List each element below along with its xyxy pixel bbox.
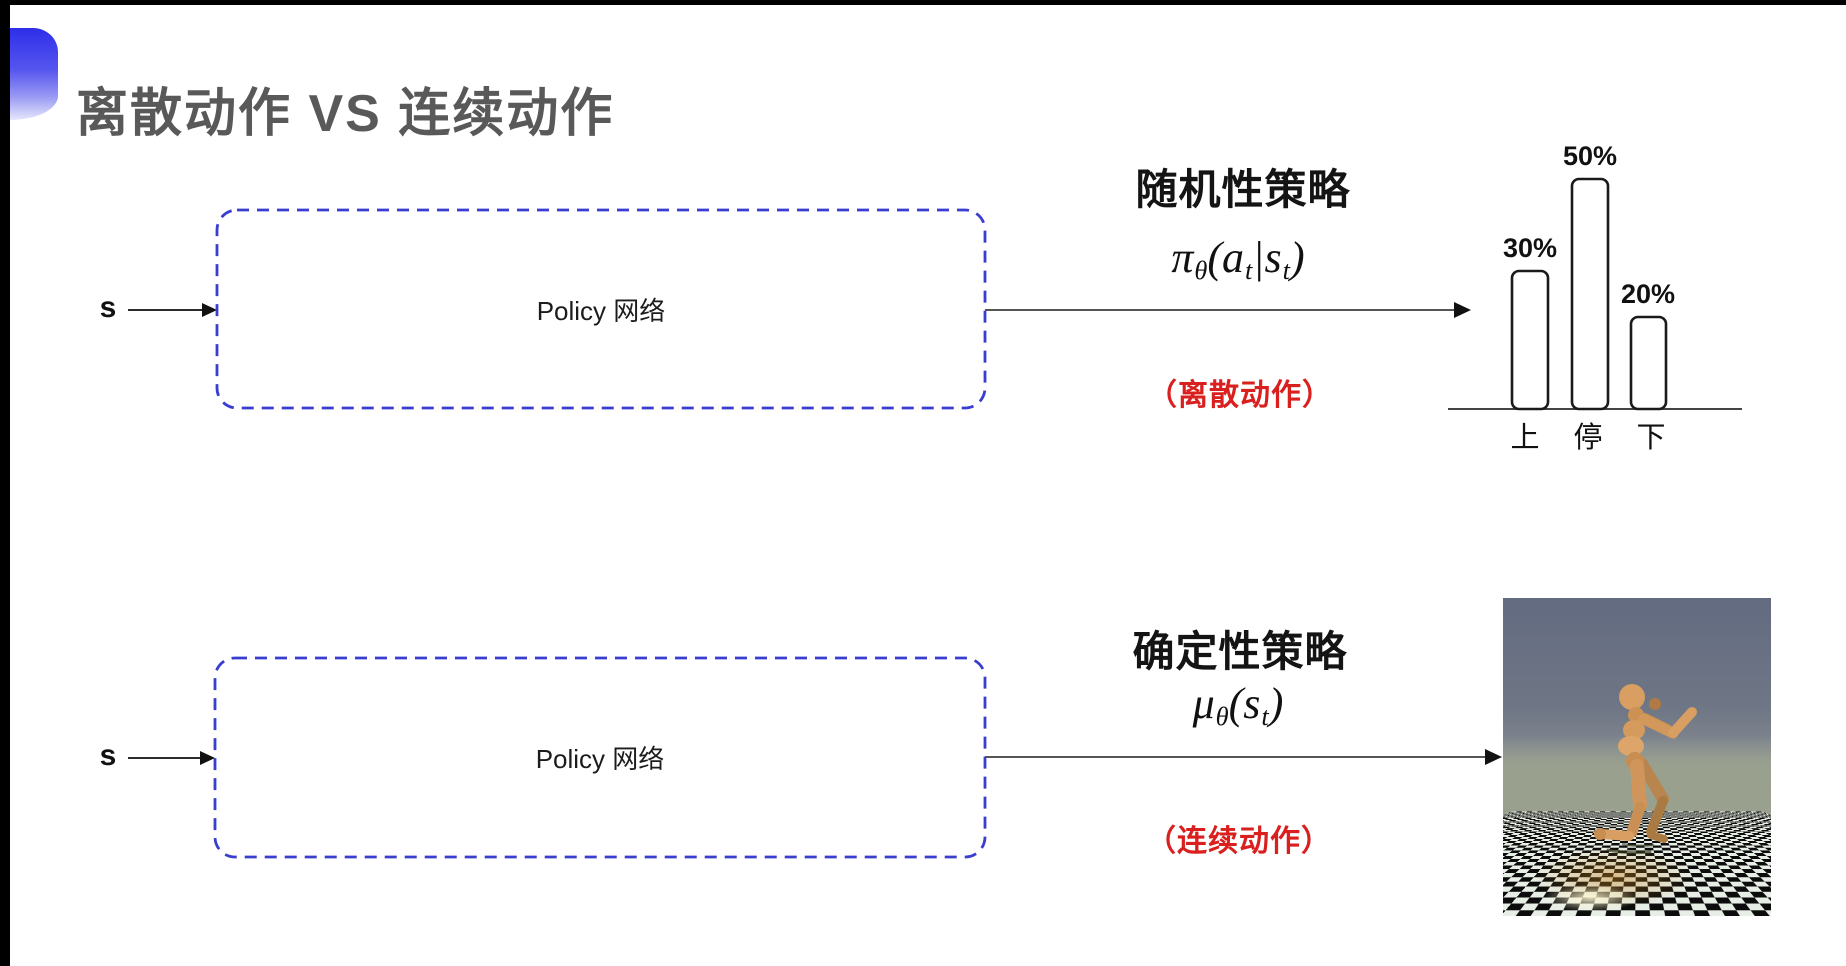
action-probability-bar-chart: 30% 50% 20% 上 停 下 — [1448, 141, 1742, 454]
input-arrowhead-top — [202, 303, 217, 317]
formula-part: s — [1243, 679, 1261, 728]
continuous-action-note: （连续动作） — [1146, 825, 1332, 858]
bar-value-label: 30% — [1503, 233, 1557, 263]
deterministic-policy-title: 确定性策略 — [1132, 628, 1348, 675]
bar-down — [1629, 315, 1668, 411]
formula-part: a — [1222, 233, 1245, 282]
formula-part: ( — [1228, 679, 1244, 728]
formula-part: ) — [1268, 679, 1284, 728]
formula-part: s — [1264, 233, 1282, 282]
floor-highlight — [1543, 884, 1638, 912]
input-arrowhead-bottom — [200, 751, 215, 765]
policy-network-label-top: Policy 网络 — [536, 295, 666, 326]
state-input-label-top: s — [99, 291, 117, 324]
humanoid-simulation-image — [1503, 598, 1771, 916]
formula-part: | — [1252, 233, 1265, 282]
discrete-action-note: （离散动作） — [1147, 379, 1333, 412]
humanoid-robot-figure — [1594, 684, 1697, 855]
bullet-accent-icon — [10, 28, 58, 120]
top-frame-bar — [0, 0, 1846, 5]
formula-part: t — [1245, 255, 1253, 286]
formula-part: t — [1282, 255, 1290, 286]
formula-part: t — [1261, 701, 1269, 732]
deterministic-policy-formula: μθ(st) — [1038, 678, 1438, 732]
formula-part: θ — [1215, 701, 1229, 732]
bar-category-label: 上 — [1510, 422, 1539, 454]
policy-network-label-bottom: Policy 网络 — [535, 744, 665, 774]
formula-part: θ — [1194, 255, 1208, 286]
page-title: 离散动作 VS 连续动作 — [76, 84, 615, 143]
formula-part: μ — [1192, 679, 1215, 728]
formula-part: ) — [1289, 233, 1305, 282]
formula-part: ( — [1207, 233, 1223, 282]
left-frame-bar — [0, 0, 10, 966]
formula-part: π — [1171, 233, 1194, 282]
bar-stop — [1570, 177, 1610, 411]
bar-category-label: 停 — [1573, 421, 1602, 454]
bar-category-label: 下 — [1636, 422, 1665, 454]
output-arrowhead-bottom — [1485, 749, 1502, 765]
bar-value-label: 20% — [1621, 279, 1675, 309]
stochastic-policy-title: 随机性策略 — [1135, 166, 1351, 213]
state-input-label-bottom: s — [99, 739, 117, 772]
bar-up — [1510, 269, 1550, 411]
bar-value-label: 50% — [1563, 141, 1617, 171]
stochastic-policy-formula: πθ(at|st) — [1038, 232, 1438, 286]
